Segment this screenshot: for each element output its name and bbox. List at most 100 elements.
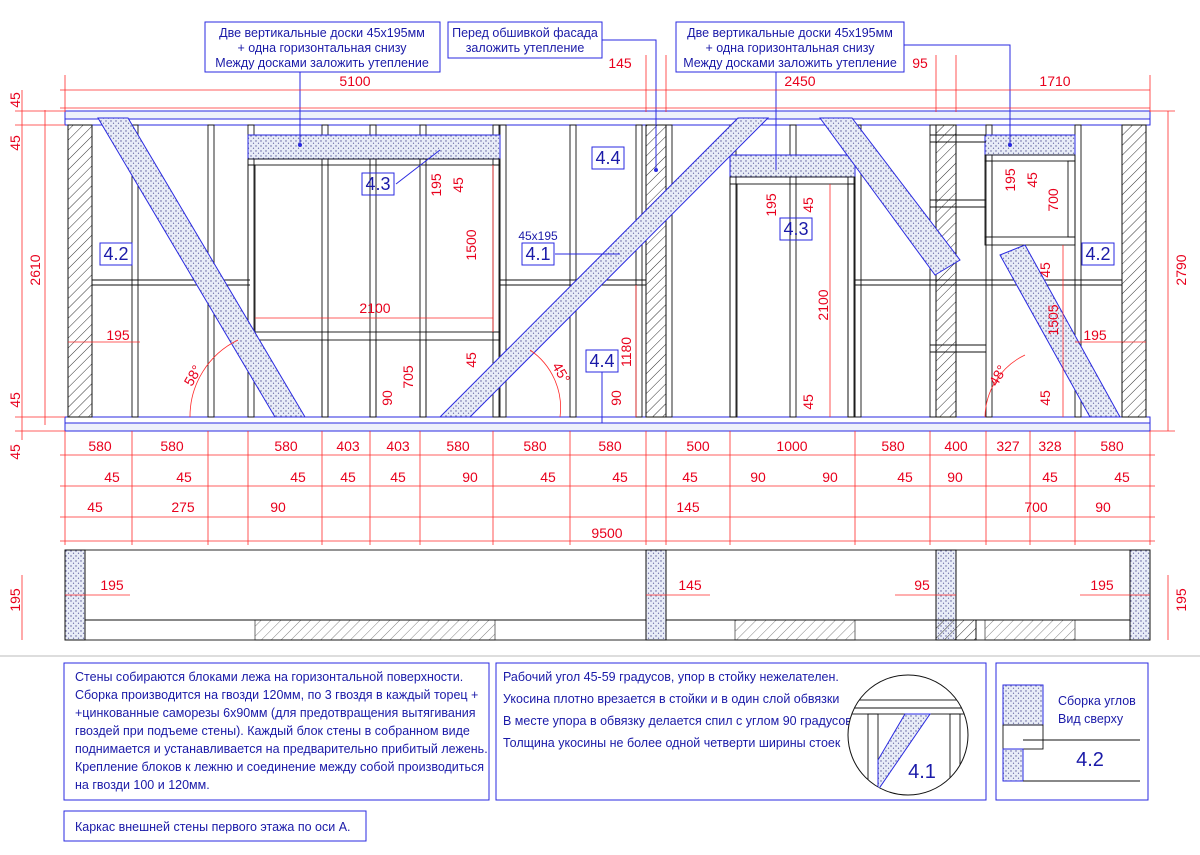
- dim-1500: 1500: [463, 229, 479, 260]
- dim-b2-1: 45: [176, 469, 192, 485]
- dim-45c: 45: [800, 197, 816, 213]
- corner-post-right: [1121, 124, 1147, 418]
- door-header: [729, 154, 856, 178]
- detail-4-2-line2: Вид сверху: [1058, 712, 1124, 726]
- note-left-line2: + одна горизонтальная снизу: [237, 41, 407, 55]
- plan-dim-195-left: 195: [7, 588, 23, 612]
- dim-b2-12: 90: [947, 469, 963, 485]
- dimensions: 5100 145 2450 95 1710 45 45 2610 45 45 2…: [7, 55, 1189, 545]
- dim-left-45d: 45: [7, 444, 23, 460]
- dim-b1-2: 580: [274, 438, 298, 454]
- dim-90b: 90: [608, 390, 624, 406]
- brace-right1: [819, 117, 961, 276]
- main-note-4: гвоздей при подъеме стены). Каждый блок …: [75, 724, 470, 738]
- dim-b1-10: 580: [881, 438, 905, 454]
- brace-note-4: Толщина укосины не более одной четверти …: [503, 736, 841, 750]
- dim-45f: 45: [1037, 262, 1053, 278]
- note-left-line3: Между досками заложить утепление: [215, 56, 429, 70]
- dim-b1-11: 400: [944, 438, 968, 454]
- dim-45a: 45: [450, 177, 466, 193]
- main-note-5: поднимается и устанавливается на предвар…: [75, 742, 488, 756]
- dim-195c: 195: [1002, 168, 1018, 192]
- sill-plate: [64, 422, 1151, 432]
- stud-12: [789, 124, 797, 418]
- detail-tags: 4.3 4.4 4.1 45х195 4.4 4.3 4.2 4.2: [99, 146, 1115, 423]
- stud-9: [635, 124, 643, 418]
- window1-sill: [247, 331, 501, 341]
- dim-right-2790: 2790: [1173, 254, 1189, 285]
- plan-dim-145: 145: [678, 577, 702, 593]
- dim-b2-3: 45: [340, 469, 356, 485]
- detail-4-2: Сборка углов Вид сверху 4.2: [1002, 684, 1140, 782]
- note-mid-line2: заложить утепление: [466, 41, 585, 55]
- note-right-line3: Между досками заложить утепление: [683, 56, 897, 70]
- note-right-line1: Две вертикальные доски 45х195мм: [687, 26, 893, 40]
- dim-top-5100: 5100: [339, 73, 370, 89]
- dim-b3-90b: 90: [1095, 499, 1111, 515]
- stud-16: [985, 124, 993, 418]
- dim-b1-7: 580: [598, 438, 622, 454]
- angle-58: 58°: [180, 362, 204, 388]
- plan-dim-195a: 195: [100, 577, 124, 593]
- brace-middle: [438, 117, 770, 418]
- dim-b1-6: 580: [523, 438, 547, 454]
- stud-17: [1074, 124, 1082, 418]
- dim-top-95: 95: [912, 55, 928, 71]
- drawing-caption: Каркас внешней стены первого этажа по ос…: [75, 820, 351, 834]
- dim-b1-8: 500: [686, 438, 710, 454]
- tag-4-3-b: 4.3: [783, 219, 808, 239]
- detail-4-2-label: 4.2: [1076, 749, 1104, 771]
- dim-45b: 45: [463, 352, 479, 368]
- board-size: 45х195: [518, 229, 558, 243]
- plan-dim-95: 95: [914, 577, 930, 593]
- notes: Две вертикальные доски 45х195мм + одна г…: [204, 21, 1012, 172]
- main-note-3: +цинкованные саморезы 6х90мм (для предот…: [75, 706, 476, 720]
- note-right-line2: + одна горизонтальная снизу: [705, 41, 875, 55]
- note-mid-line1: Перед обшивкой фасада: [452, 26, 598, 40]
- dim-b3-700: 700: [1024, 499, 1048, 515]
- dim-top-1710: 1710: [1039, 73, 1070, 89]
- dim-705: 705: [400, 365, 416, 389]
- dim-b1-13: 328: [1038, 438, 1062, 454]
- dim-b2-0: 45: [104, 469, 120, 485]
- main-note-2: Сборка производится на гвозди 120мм, по …: [75, 688, 478, 702]
- angle-48: 48°: [985, 362, 1009, 388]
- dim-top-2450: 2450: [784, 73, 815, 89]
- plan-view: 195 195 145 95 195 195: [7, 549, 1189, 641]
- main-note-7: на гвозди 100 и 120мм.: [75, 778, 210, 792]
- top-plate: [64, 110, 1151, 120]
- dim-2100-height: 2100: [815, 289, 831, 320]
- main-note-6: Крепление блоков к лежню и соединение ме…: [75, 760, 484, 774]
- dim-b2-9: 90: [750, 469, 766, 485]
- window1-header: [247, 134, 501, 160]
- dim-45e: 45: [1024, 172, 1040, 188]
- note-left-line1: Две вертикальные доски 45х195мм: [219, 26, 425, 40]
- dim-b1-3: 403: [336, 438, 360, 454]
- bottom-plate: [64, 416, 1151, 424]
- dim-b3-90: 90: [270, 499, 286, 515]
- dim-195b: 195: [763, 193, 779, 217]
- detail-4-1-label: 4.1: [908, 761, 936, 783]
- stud-4: [369, 124, 377, 418]
- dim-b2-11: 45: [897, 469, 913, 485]
- tag-4-2-a: 4.2: [103, 244, 128, 264]
- brace-note-1: Рабочий угол 45-59 градусов, упор в стой…: [503, 670, 839, 684]
- detail-4-1: 4.1: [847, 674, 969, 796]
- brace-left: [97, 117, 306, 418]
- stud-10: [665, 124, 673, 418]
- top-plate-2: [64, 118, 1151, 126]
- tag-4-1: 4.1: [525, 244, 550, 264]
- dim-195-right: 195: [1083, 327, 1107, 343]
- stud-0: [131, 124, 139, 418]
- tag-4-2-b: 4.2: [1085, 244, 1110, 264]
- brace-right2: [999, 244, 1121, 418]
- dim-b3-275: 275: [171, 499, 195, 515]
- dim-b3-45: 45: [87, 499, 103, 515]
- dim-195-left: 195: [106, 327, 130, 343]
- dim-left-45c: 45: [7, 392, 23, 408]
- dim-top-145: 145: [608, 55, 632, 71]
- dim-1505: 1505: [1045, 304, 1061, 335]
- plan-dim-195b: 195: [1090, 577, 1114, 593]
- dim-90a: 90: [379, 390, 395, 406]
